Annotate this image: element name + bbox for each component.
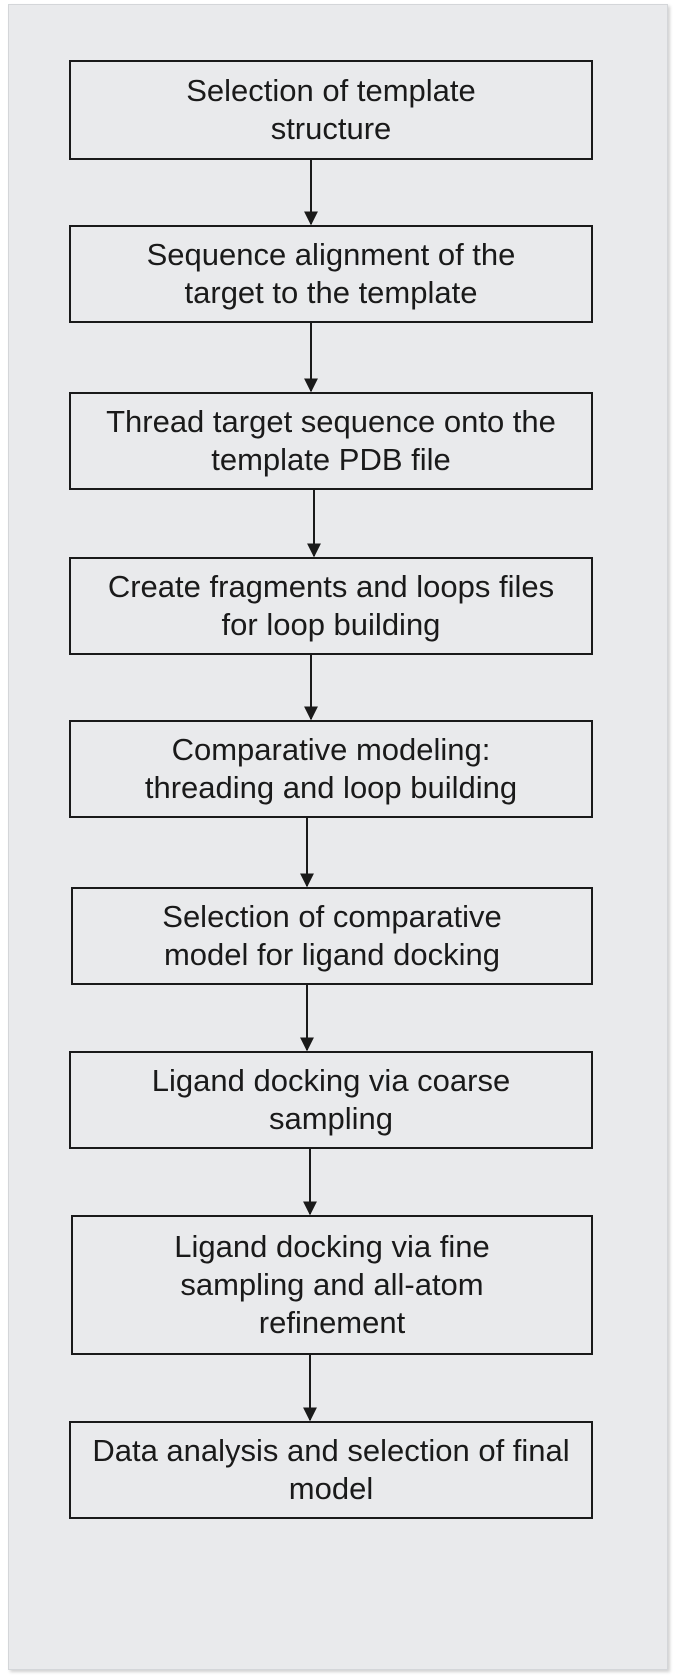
step-8-fine-docking: Ligand docking via fine sampling and all… (71, 1215, 593, 1355)
step-9-data-analysis: Data analysis and selection of final mod… (69, 1421, 593, 1519)
step-6-selection-of-model: Selection of comparative model for ligan… (71, 887, 593, 985)
step-4-label: Create fragments and loops files for loo… (107, 569, 555, 642)
flowchart-panel: Selection of template structure Sequence… (8, 4, 668, 1670)
step-2-sequence-alignment: Sequence alignment of the target to the … (69, 225, 593, 323)
step-6-label: Selection of comparative model for ligan… (162, 899, 502, 972)
step-9-label: Data analysis and selection of final mod… (92, 1433, 570, 1506)
step-1-label: Selection of template structure (186, 73, 476, 146)
step-5-label: Comparative modeling: threading and loop… (144, 732, 518, 805)
step-7-coarse-docking: Ligand docking via coarse sampling (69, 1051, 593, 1149)
step-1-selection-of-template: Selection of template structure (69, 60, 593, 160)
step-4-create-fragments: Create fragments and loops files for loo… (69, 557, 593, 655)
step-5-comparative-modeling: Comparative modeling: threading and loop… (69, 720, 593, 818)
flow-arrows (300, 160, 321, 1422)
step-3-thread-target: Thread target sequence onto the template… (69, 392, 593, 490)
step-2-label: Sequence alignment of the target to the … (146, 237, 516, 310)
step-7-label: Ligand docking via coarse sampling (151, 1063, 511, 1136)
step-8-label: Ligand docking via fine sampling and all… (174, 1229, 490, 1340)
step-3-label: Thread target sequence onto the template… (106, 404, 556, 477)
